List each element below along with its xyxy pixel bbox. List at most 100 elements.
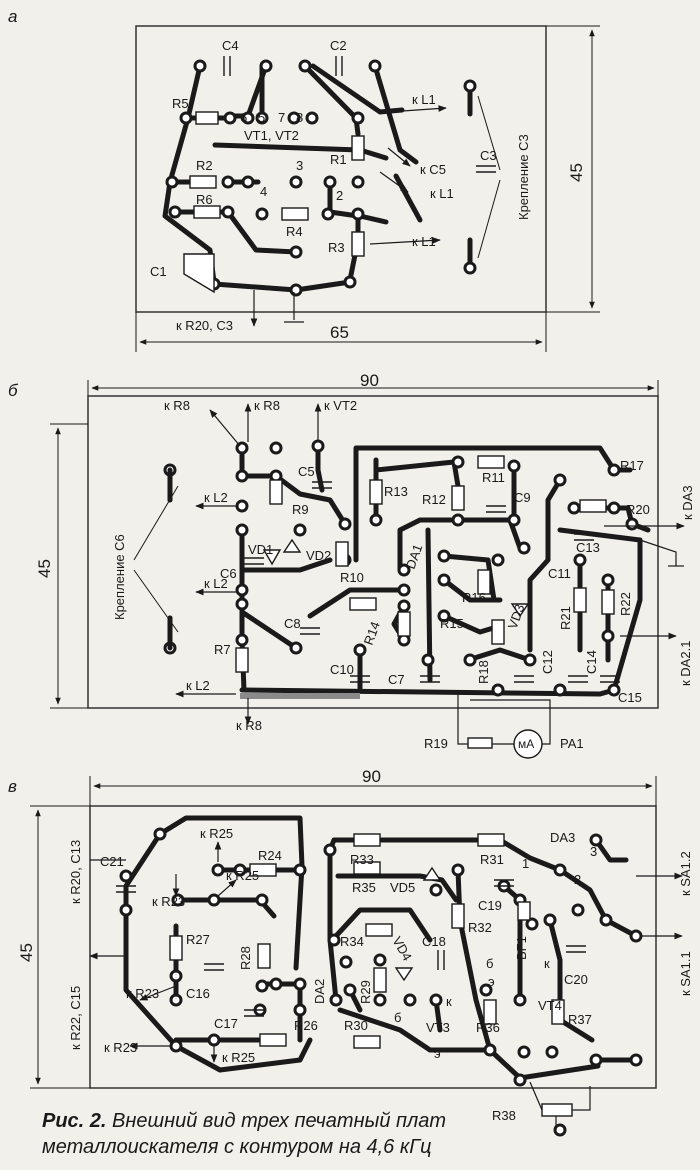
board-c-outline [89,805,657,1089]
board-b-bodies [235,455,620,759]
board-a-tag: а [8,7,17,26]
figure-caption: Рис. 2. Внешний вид трех печатный плат м… [42,1108,446,1160]
board-a-mount-label: Крепление С3 [516,134,531,220]
board-b-label-r7: R7 [214,642,231,657]
board-a-pin-4: 4 [260,184,267,199]
caption-text-1: Внешний вид трех печатный плат [106,1110,447,1132]
board-c-label-c18: C18 [422,934,446,949]
board-c-pin-b2: б [394,1010,401,1025]
board-b-label-r17: R17 [620,458,644,473]
board-a-pin-2: 2 [336,188,343,203]
board-a-label-r2: R2 [196,158,213,173]
board-a-label-r1: R1 [330,152,347,167]
board-c-conn-r23c: к R23 [104,1040,137,1055]
board-a-dims [135,25,600,352]
board-b-conn-da21: к DA2.1 [678,641,693,686]
board-c-label-bf1: BF1 [514,936,529,960]
board-b-label-c13: C13 [576,540,600,555]
board-c-pin-e1: э [434,1046,441,1061]
board-b-conn-r8a: к R8 [164,398,190,413]
board-c-tag: в [8,777,17,796]
board-c-dims [30,776,657,1089]
board-c-label-r26: R26 [294,1018,318,1033]
board-b-label-r12: R12 [422,492,446,507]
board-c-label-r28: R28 [238,946,253,970]
board-b-label-r15: R15 [440,616,464,631]
board-c-pin-b1: б [486,956,493,971]
board-a-label-vt: VT1, VT2 [244,128,299,143]
board-c-width: 90 [362,767,381,786]
board-c-label-c17: C17 [214,1016,238,1031]
board-b-label-vd3: VD3 [505,602,528,631]
board-b-label-r18: R18 [476,660,491,684]
board-c-label-r32: R32 [468,920,492,935]
board-b-label-c14: C14 [584,650,599,674]
board-b-label-c8: C8 [284,616,301,631]
board-a-outline [135,25,547,313]
board-a-pin-8: 8 [296,110,303,125]
board-a-pin-7: 7 [278,110,285,125]
board-b-label-r9: R9 [292,502,309,517]
board-c-label-vt3: VT3 [426,1020,450,1035]
board-a: а 65 45 [8,7,600,352]
board-c-label-r35: R35 [352,880,376,895]
board-b-labels: R9 C5 R13 R11 R12 C9 R17 R20 C13 VD1 VD2… [164,398,695,751]
board-c-label-r36: R36 [476,1020,500,1035]
board-a-pin-5: 5 [258,110,265,125]
board-a-conn-r20: к R20, С3 [176,318,233,333]
board-c-label-da2: DA2 [312,979,327,1004]
board-a-label-r6: R6 [196,192,213,207]
board-c-label-c20: C20 [564,972,588,987]
board-a-label-r5: R5 [172,96,189,111]
board-b-label-r14: R14 [361,619,383,647]
board-b-conn-da3: к DA3 [680,485,695,520]
board-b-arrows [175,403,685,745]
board-a-conn-l1b: к L1 [430,186,454,201]
board-c-conn-sa11: к SA1.1 [678,951,693,996]
board-b-label-c11: C11 [548,566,571,581]
board-c-bodies [116,833,586,1117]
board-c-label-da3: DA3 [550,830,575,845]
board-c-label-r37: R37 [568,1012,592,1027]
board-b-label-r19: R19 [424,736,448,751]
board-b-label-r20: R20 [626,502,650,517]
board-a-label-c1: C1 [150,264,167,279]
board-a-pin-6: 6 [240,110,247,125]
caption-prefix: Рис. 2. [42,1110,107,1132]
board-c-label-vd4: VD4 [389,934,415,963]
board-a-label-c4: C4 [222,38,239,53]
board-b-dims [50,380,659,709]
board-c-conn-r25c: к R25 [222,1050,255,1065]
board-b-label-vd1: VD1 [248,542,273,557]
board-b-height: 45 [35,559,54,578]
board-c-conn-r23b: к R23 [126,986,159,1001]
board-b-mount-lines [133,485,179,633]
board-a-mount-lines [477,95,501,259]
board-b-label-r13: R13 [384,484,408,499]
board-a-labels: C4 C2 R5 VT1, VT2 R1 R2 R6 R4 R3 C1 C3 6… [150,38,497,333]
board-a-conn-l1c: к L1 [412,234,436,249]
board-a-label-r4: R4 [286,224,303,239]
board-c-conn-r23a: к R23 [152,894,185,909]
board-b-label-c9: C9 [514,490,531,505]
board-b-tag: б [8,381,19,400]
board-b-meter-label: мА [518,737,534,751]
board-b-label-r22: R22 [618,592,633,616]
board-b-label-r11: R11 [482,470,505,485]
board-c-conn-sa12: к SA1.2 [678,851,693,896]
board-b-outline [87,395,659,709]
board-c-label-vd5: VD5 [390,880,415,895]
board-a-conn-c5: к С5 [420,162,446,177]
board-c-conn-r20c13: к R20, С13 [68,840,83,904]
board-b-label-r16: R16 [462,590,486,605]
board-b-width: 90 [360,371,379,390]
board-c-label-c19: C19 [478,898,502,913]
board-a-pads [165,59,477,297]
caption-line-2: металлоискателя с контуром на 4,6 кГц [42,1136,432,1158]
board-a-label-r3: R3 [328,240,345,255]
board-c-traces [123,815,639,1081]
board-c-pin-k1: к [544,956,550,971]
caption-line-1: Рис. 2. Внешний вид трех печатный плат [42,1108,446,1134]
board-b-label-c10: C10 [330,662,354,677]
